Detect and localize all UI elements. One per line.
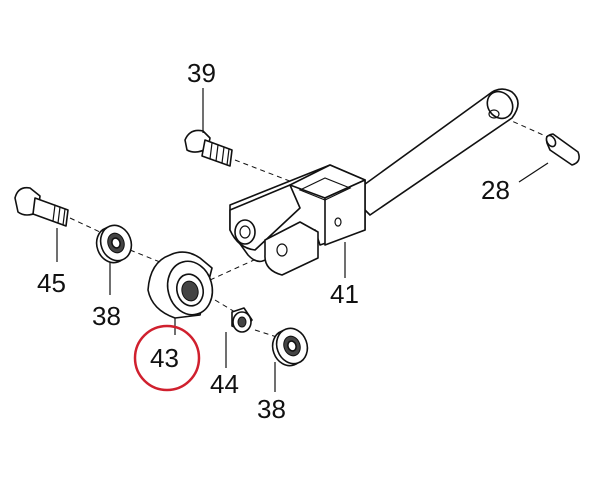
label-28: 28 — [481, 175, 510, 205]
part-28-pin — [545, 133, 580, 166]
label-43: 43 — [150, 343, 179, 373]
part-41-shaft — [229, 88, 519, 276]
label-44: 44 — [210, 369, 239, 399]
label-39: 39 — [187, 58, 216, 88]
part-38-bearing-left — [95, 224, 133, 264]
label-38-right: 38 — [257, 394, 286, 424]
part-43-roller — [147, 251, 214, 319]
part-45-bolt — [14, 186, 69, 227]
leader-lines — [56, 88, 549, 392]
highlight-circle — [133, 324, 201, 392]
part-38-bearing-right — [271, 327, 309, 367]
part-44-spacer — [231, 307, 253, 333]
label-41: 41 — [330, 279, 359, 309]
label-45: 45 — [37, 268, 66, 298]
part-39-screw — [184, 129, 233, 167]
label-38-left: 38 — [92, 301, 121, 331]
